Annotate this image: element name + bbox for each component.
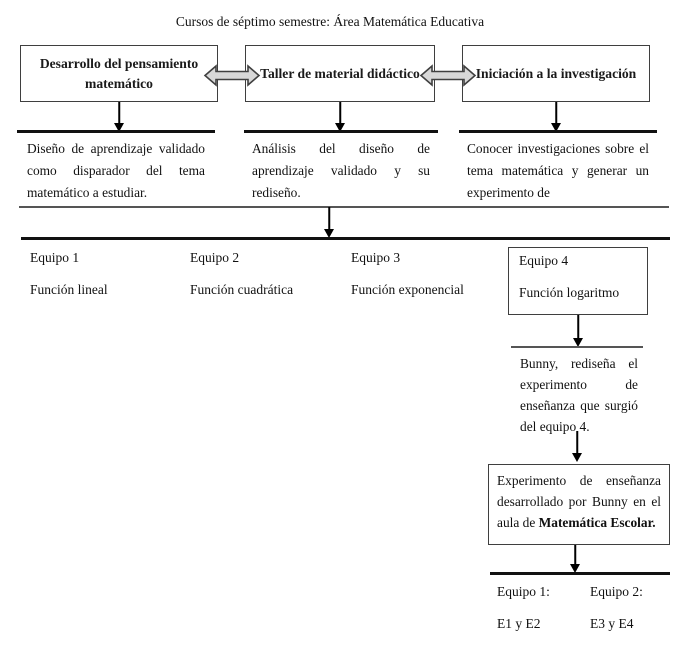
double-arrow-icon <box>203 61 261 90</box>
down-arrow-icon <box>114 102 124 132</box>
description-taller: Análisis del diseño de aprendizaje valid… <box>252 141 430 200</box>
team-4-function: Función logaritmo <box>519 285 620 300</box>
team-4-name: Equipo 4 <box>519 253 569 268</box>
section-line-thin <box>19 206 669 208</box>
down-arrow-icon <box>324 207 334 238</box>
team-3-name: Equipo 3 <box>351 250 401 265</box>
down-arrow-icon <box>573 315 583 347</box>
double-arrow-icon <box>419 61 477 90</box>
bottom-bar <box>490 572 670 575</box>
divider-bar <box>244 130 438 133</box>
course-box-taller: Taller de material didáctico <box>245 45 435 102</box>
experiment-text: Experimento de enseñanza desarrollado po… <box>497 473 661 530</box>
course-box-desarrollo: Desarrollo del pensamiento matemático <box>20 45 218 102</box>
divider-bar <box>17 130 215 133</box>
section-line-thick <box>21 237 670 240</box>
course-box-label: Taller de material didáctico <box>260 65 420 81</box>
down-arrow-icon <box>551 102 561 132</box>
team-3-function: Función exponencial <box>351 282 464 297</box>
team-4-box: Equipo 4 Función logaritmo <box>508 247 648 315</box>
bunny-note: Bunny, rediseña el experimento de enseña… <box>520 356 638 434</box>
team-1-name: Equipo 1 <box>30 250 80 265</box>
team-2-name: Equipo 2 <box>190 250 240 265</box>
experiment-text-bold: Matemática Escolar. <box>538 515 656 530</box>
description-desarrollo: Diseño de aprendizaje validado como disp… <box>27 141 205 200</box>
course-box-label: Iniciación a la investigación <box>475 65 637 81</box>
bottom-group-1-members: E1 y E2 <box>497 616 541 631</box>
divider-bar <box>459 130 657 133</box>
down-arrow-icon <box>570 545 580 573</box>
experiment-box: Experimento de enseñanza desarrollado po… <box>488 464 670 545</box>
bottom-group-1-label: Equipo 1: <box>497 584 550 599</box>
course-box-label: Desarrollo del pensamiento matemático <box>39 55 199 91</box>
diagram-title: Cursos de séptimo semestre: Área Matemát… <box>175 14 485 29</box>
down-arrow-icon <box>572 431 582 462</box>
bottom-group-2-members: E3 y E4 <box>590 616 634 631</box>
course-box-iniciacion: Iniciación a la investigación <box>462 45 650 102</box>
bottom-group-2-label: Equipo 2: <box>590 584 643 599</box>
team-1-function: Función lineal <box>30 282 108 297</box>
down-arrow-icon <box>335 102 345 132</box>
bunny-note-line <box>511 346 643 348</box>
team-2-function: Función cuadrática <box>190 282 294 297</box>
description-iniciacion: Conocer investigaciones sobre el tema ma… <box>467 141 649 200</box>
